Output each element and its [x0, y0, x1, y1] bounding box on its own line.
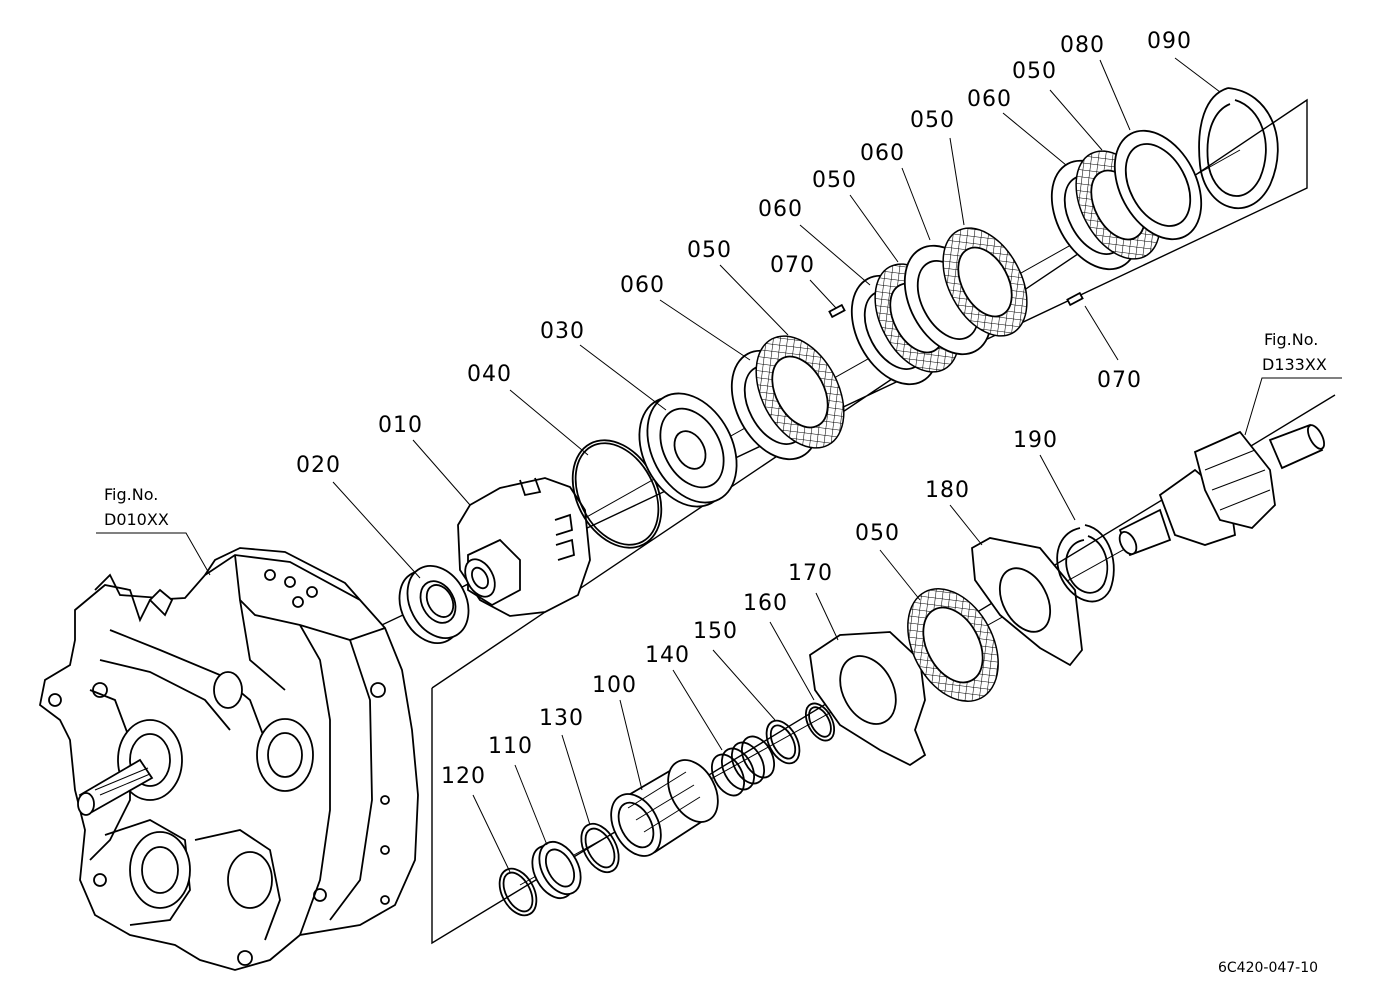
part-050-friction-disc-a	[755, 335, 845, 449]
label-040: 040	[467, 362, 512, 387]
part-130-ring	[580, 822, 620, 874]
part-050-friction-disc-e	[907, 588, 999, 702]
label-100: 100	[592, 673, 637, 698]
label-050d: 050	[1012, 59, 1057, 84]
ref-right-code: D133XX	[1262, 355, 1327, 374]
transmission-housing	[39, 547, 419, 971]
label-090: 090	[1147, 29, 1192, 54]
part-150-ring	[765, 719, 801, 765]
label-030: 030	[540, 319, 585, 344]
label-150: 150	[693, 619, 738, 644]
label-070a: 070	[770, 253, 815, 278]
part-080-end-plate	[1113, 129, 1203, 241]
leader-lines	[96, 57, 1342, 873]
part-010-clutch-drum	[457, 477, 591, 617]
label-180: 180	[925, 478, 970, 503]
label-120: 120	[441, 764, 486, 789]
label-060d: 060	[967, 87, 1012, 112]
part-160-snap-ring	[804, 702, 836, 742]
label-070b: 070	[1097, 368, 1142, 393]
part-number-labels: 010 020 030 040 050 050 050 050 050 060 …	[296, 29, 1192, 789]
ref-right-fig: Fig.No.	[1264, 330, 1318, 349]
figure-references: Fig.No. D010XX Fig.No. D133XX	[104, 330, 1327, 529]
part-070-pin-a	[828, 303, 846, 319]
label-130: 130	[539, 706, 584, 731]
label-020: 020	[296, 453, 341, 478]
label-060a: 060	[620, 273, 665, 298]
ref-left-code: D010XX	[104, 510, 169, 529]
drawing-code: 6C420-047-10	[1218, 960, 1318, 976]
part-090-snap-ring	[1198, 87, 1279, 210]
part-030-piston	[638, 392, 738, 508]
label-170: 170	[788, 561, 833, 586]
label-140: 140	[645, 643, 690, 668]
output-shaft-assembly	[1118, 423, 1325, 557]
ref-left-fig: Fig.No.	[104, 485, 158, 504]
label-110: 110	[488, 734, 533, 759]
label-050b: 050	[812, 168, 857, 193]
part-120-snap-ring	[498, 867, 538, 917]
label-050c: 050	[910, 108, 955, 133]
part-140-spring	[710, 735, 776, 797]
part-170-plate	[809, 631, 927, 767]
part-050-friction-disc-c	[942, 227, 1028, 337]
part-190-snap-ring	[1056, 524, 1115, 603]
label-160: 160	[743, 591, 788, 616]
label-060b: 060	[758, 197, 803, 222]
label-010: 010	[378, 413, 423, 438]
part-100-hub	[610, 759, 719, 857]
part-110-seal	[531, 840, 582, 900]
label-060c: 060	[860, 141, 905, 166]
label-050e: 050	[855, 521, 900, 546]
label-080: 080	[1060, 33, 1105, 58]
label-050a: 050	[687, 238, 732, 263]
part-070-pin-b	[1066, 291, 1084, 307]
label-190: 190	[1013, 428, 1058, 453]
part-180-plate	[971, 537, 1083, 667]
part-020-bearing	[398, 565, 470, 644]
